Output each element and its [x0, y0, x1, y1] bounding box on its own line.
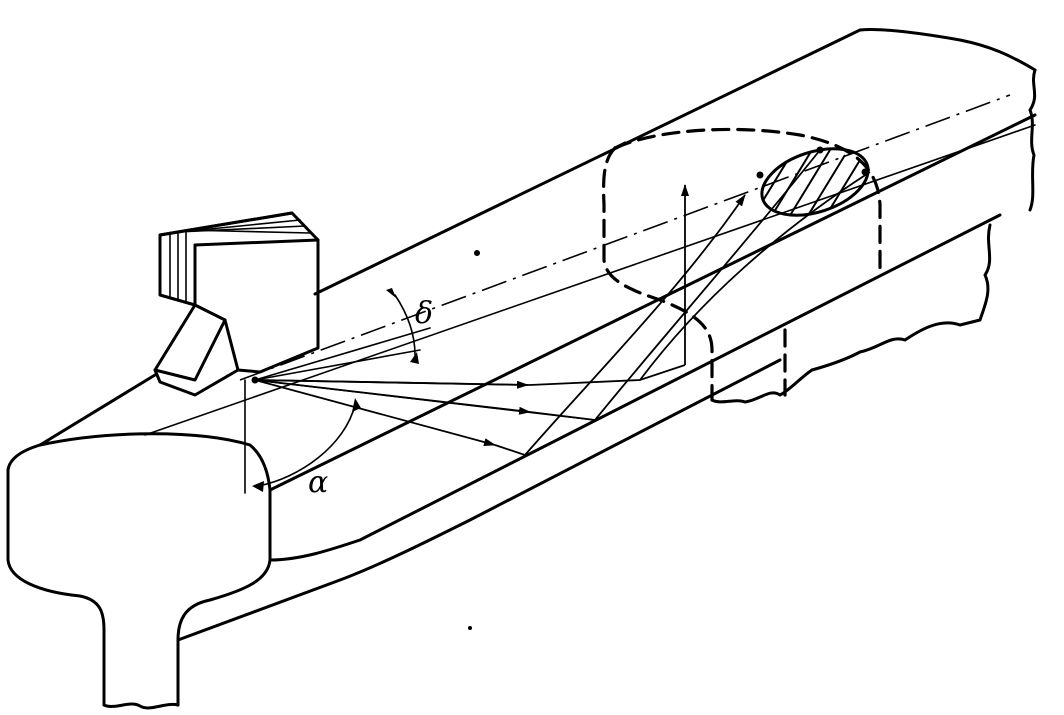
reflected-ray-1 [524, 194, 746, 456]
flaw-zone [602, 127, 882, 402]
rail-broken-end-head [1028, 68, 1037, 212]
gamma-ref-line-1 [254, 327, 431, 381]
angle-gamma-label: δ [415, 296, 433, 331]
beam-rays [244, 149, 871, 494]
gamma-arc [394, 294, 416, 356]
gamma-arrow-bottom [410, 352, 419, 364]
probe [153, 211, 320, 397]
rail-web-bottom [176, 358, 782, 642]
angle-alpha: α [252, 398, 361, 500]
rail-broken-end-foot [710, 368, 814, 404]
gamma-ref-line-2 [254, 349, 421, 381]
flaw-zone-left [602, 146, 714, 402]
angle-gamma: δ [254, 288, 433, 381]
flaw-outline [760, 147, 870, 217]
alpha-arc [257, 404, 356, 487]
flaw-point-3 [861, 168, 869, 176]
probe-side-edge [193, 238, 320, 247]
alpha-arrow-top [352, 398, 361, 412]
flaw-entry-mark [613, 141, 627, 150]
rail-top-far-edge [38, 373, 157, 447]
rail-head-lower-edge [268, 113, 1037, 492]
probe-wedge-bottom [153, 318, 227, 382]
flaw-zone-top [613, 127, 882, 277]
rail-head-side-bottom [268, 213, 1002, 562]
rail-axis-centerline [239, 94, 1011, 381]
rail-broken-end-web [810, 223, 992, 372]
alpha-arrow-left [252, 481, 264, 492]
gamma-arrow-top [386, 288, 396, 298]
flaw-point-2 [816, 146, 824, 154]
angle-alpha-label: α [308, 465, 328, 500]
ray-1-arrow [254, 379, 529, 389]
ray-3-cont [494, 444, 526, 456]
axis-dot [474, 250, 480, 256]
flaw-point-1 [756, 171, 764, 179]
reflected-ray-3 [639, 171, 871, 381]
ray-3 [254, 379, 496, 446]
rail-head-cross-section [6, 443, 106, 707]
rail-web-front [38, 432, 272, 707]
surface-ref-line [254, 379, 596, 421]
probe-body [153, 211, 320, 397]
rail-top-inner-line [144, 124, 1036, 436]
foot-dot [468, 626, 472, 630]
probe-plate-top-3 [185, 229, 311, 234]
rail-top-back-edge [313, 28, 1037, 296]
rail [6, 28, 1037, 710]
rail-broken-bottom [102, 702, 180, 710]
